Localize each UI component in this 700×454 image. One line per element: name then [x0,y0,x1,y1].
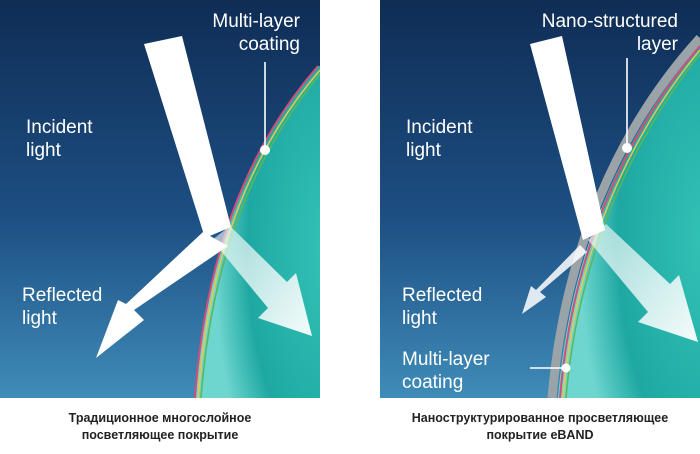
coating-layer-green [200,73,320,398]
incident-light-arrow [530,36,605,240]
label-multi-layer-coating: Multi-layer coating [402,349,490,393]
label-incident-light: Incident light [406,117,473,161]
coating-layer-pink [194,65,319,398]
traditional-coating-illustration [0,0,320,398]
nano-structured-layer [547,34,700,398]
coating-layer-yellow [197,69,320,398]
label-reflected-light: Reflected light [402,285,483,329]
label-multi-layer-coating: Multi-layer coating [212,11,300,55]
coating-pointer-dot [561,363,571,373]
coating-layer-green [565,53,700,398]
label-reflected-light: Reflected light [22,285,103,329]
label-nano-structured-layer: Nano-structured layer [541,11,678,55]
label-incident-light: Incident light [26,117,93,161]
incident-light-arrow [144,36,231,238]
nano-pointer-dot [622,143,632,153]
caption-traditional-coating: Традиционное многослойное посветляющее п… [68,411,252,442]
transmitted-light-arrow [588,224,698,342]
coating-layer-yellow [562,49,700,398]
reflected-light-arrow [522,245,587,314]
coating-layer-pink [559,45,700,398]
eband-coating-diagram: Nano-structured layer Incident light Ref… [380,0,700,398]
eband-coating-illustration [380,0,700,398]
traditional-coating-diagram: Multi-layer coating Incident light Refle… [0,0,320,398]
coating-pointer-dot [260,145,270,155]
reflected-light-arrow [96,232,228,358]
caption-eband-coating: Наноструктурированное просветляющее покр… [411,411,669,442]
transmitted-light-arrow [212,226,312,336]
